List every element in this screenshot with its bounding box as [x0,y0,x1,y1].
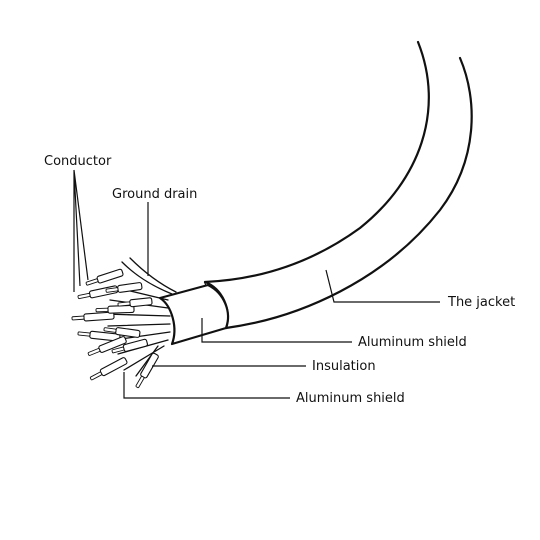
wire-10 [89,357,128,381]
wire-2 [77,285,119,300]
wire-11 [135,352,159,389]
label-aluminum-shield-outer: Aluminum shield [358,335,467,350]
leader-lines [73,169,440,399]
wire-7 [103,327,141,338]
label-aluminum-shield-inner: Aluminum shield [296,391,405,406]
aluminum-shield-band-edge [159,297,175,345]
ground-drain-wire-2 [129,257,177,293]
wire-9 [111,338,148,354]
wire-4 [71,311,115,322]
wire-6 [77,330,121,342]
label-ground-drain: Ground drain [112,187,197,202]
label-conductor: Conductor [44,154,112,169]
wire-1 [85,268,124,286]
wire-12 [117,297,153,308]
ground-drain-wire [121,261,173,295]
label-the-jacket: The jacket [447,295,515,310]
leader-conductor [73,169,89,292]
wire-3 [105,282,143,293]
insulated-wires [71,268,159,389]
label-insulation: Insulation [312,359,376,374]
leader-the-jacket [325,269,440,303]
wire-8 [87,336,127,356]
leader-aluminum-shield-inner [123,372,290,399]
leader-aluminum-shield-outer [201,318,352,343]
cable-jacket [203,40,473,330]
